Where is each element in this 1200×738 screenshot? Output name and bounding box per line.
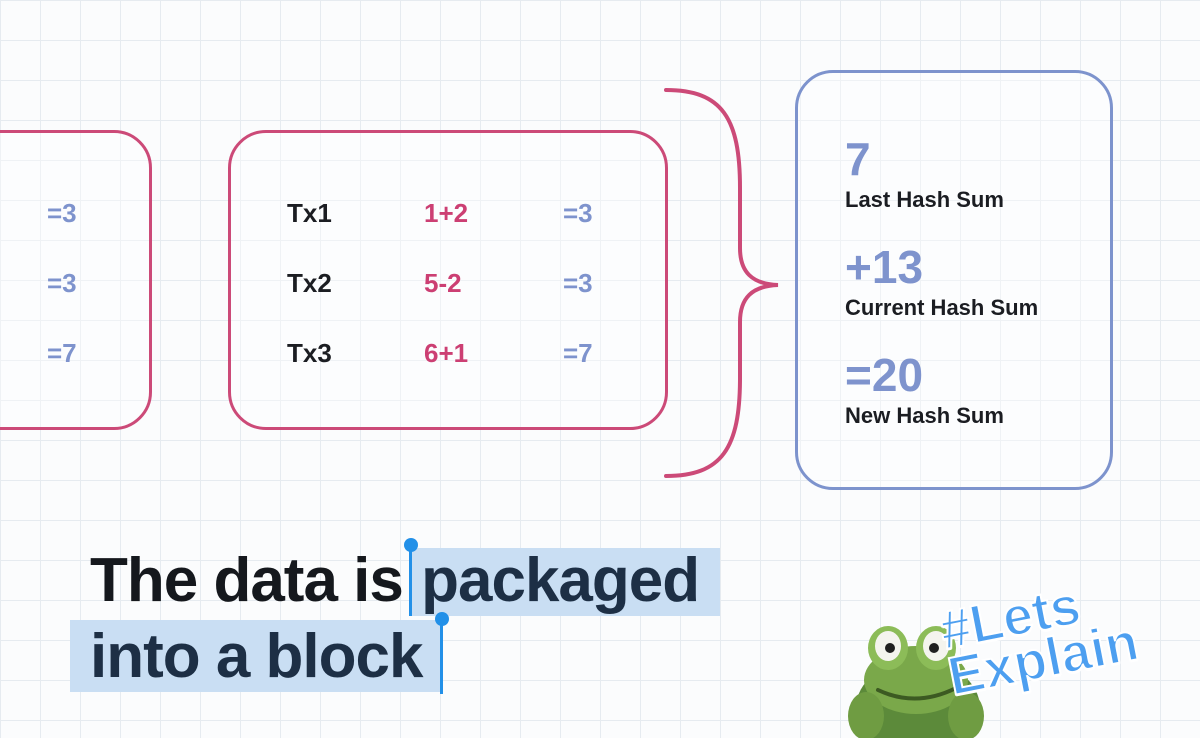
caption-line-2: into a block — [90, 622, 423, 691]
selection-start-caret — [409, 548, 412, 616]
caption-plain-text: The data is — [90, 546, 404, 615]
last-hash-label: Last Hash Sum — [845, 187, 1004, 212]
tx-result: =3 — [563, 198, 593, 228]
tx-label: Tx3 — [287, 338, 332, 368]
curly-brace — [664, 88, 779, 478]
selection-start-handle[interactable] — [404, 538, 418, 552]
frog-mascot-icon — [848, 626, 984, 738]
result-value: =3 — [47, 198, 77, 228]
previous-transaction-block — [0, 130, 152, 430]
result-value: =3 — [47, 268, 77, 298]
new-hash-label: New Hash Sum — [845, 403, 1004, 428]
selection-end-caret — [440, 622, 443, 694]
selection-end-handle[interactable] — [435, 612, 449, 626]
hash-sum-block — [795, 70, 1113, 490]
current-hash-value: +13 — [845, 241, 924, 293]
tx-result: =3 — [563, 268, 593, 298]
tx-label: Tx1 — [287, 198, 332, 228]
tx-label: Tx2 — [287, 268, 332, 298]
tx-result: =7 — [563, 338, 593, 368]
result-value: =7 — [47, 338, 77, 368]
caption-line-1: The data is packaged — [90, 546, 700, 616]
tx-formula: 6+1 — [424, 338, 469, 368]
tx-formula: 1+2 — [424, 198, 469, 228]
transaction-block — [228, 130, 668, 430]
last-hash-value: 7 — [845, 133, 871, 185]
caption-highlighted-text: packaged — [421, 546, 700, 615]
selection-highlight — [412, 548, 720, 616]
current-hash-label: Current Hash Sum — [845, 295, 1039, 320]
new-hash-value: =20 — [845, 349, 924, 401]
selection-highlight — [70, 620, 442, 692]
tx-formula: 5-2 — [424, 268, 462, 298]
